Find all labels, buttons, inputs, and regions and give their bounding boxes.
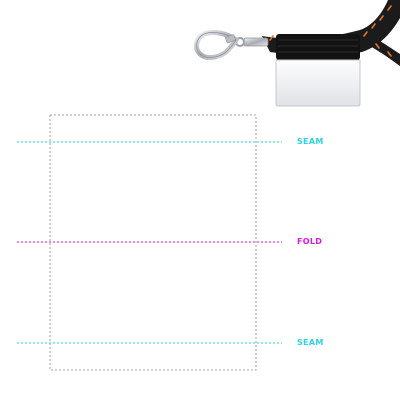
lanyard-illustration: [194, 0, 400, 107]
strap-band: [276, 34, 360, 60]
lanyard-tag: [275, 59, 361, 107]
dieline-outline: [49, 114, 257, 371]
clip-connector: [243, 37, 269, 47]
fold-label: FOLD: [297, 237, 323, 246]
seam-label-bottom: SEAM: [297, 338, 324, 347]
strap-stitches: [269, 5, 392, 57]
lanyard-strap-tail: [358, 32, 400, 66]
seam-label-top: SEAM: [297, 137, 324, 146]
